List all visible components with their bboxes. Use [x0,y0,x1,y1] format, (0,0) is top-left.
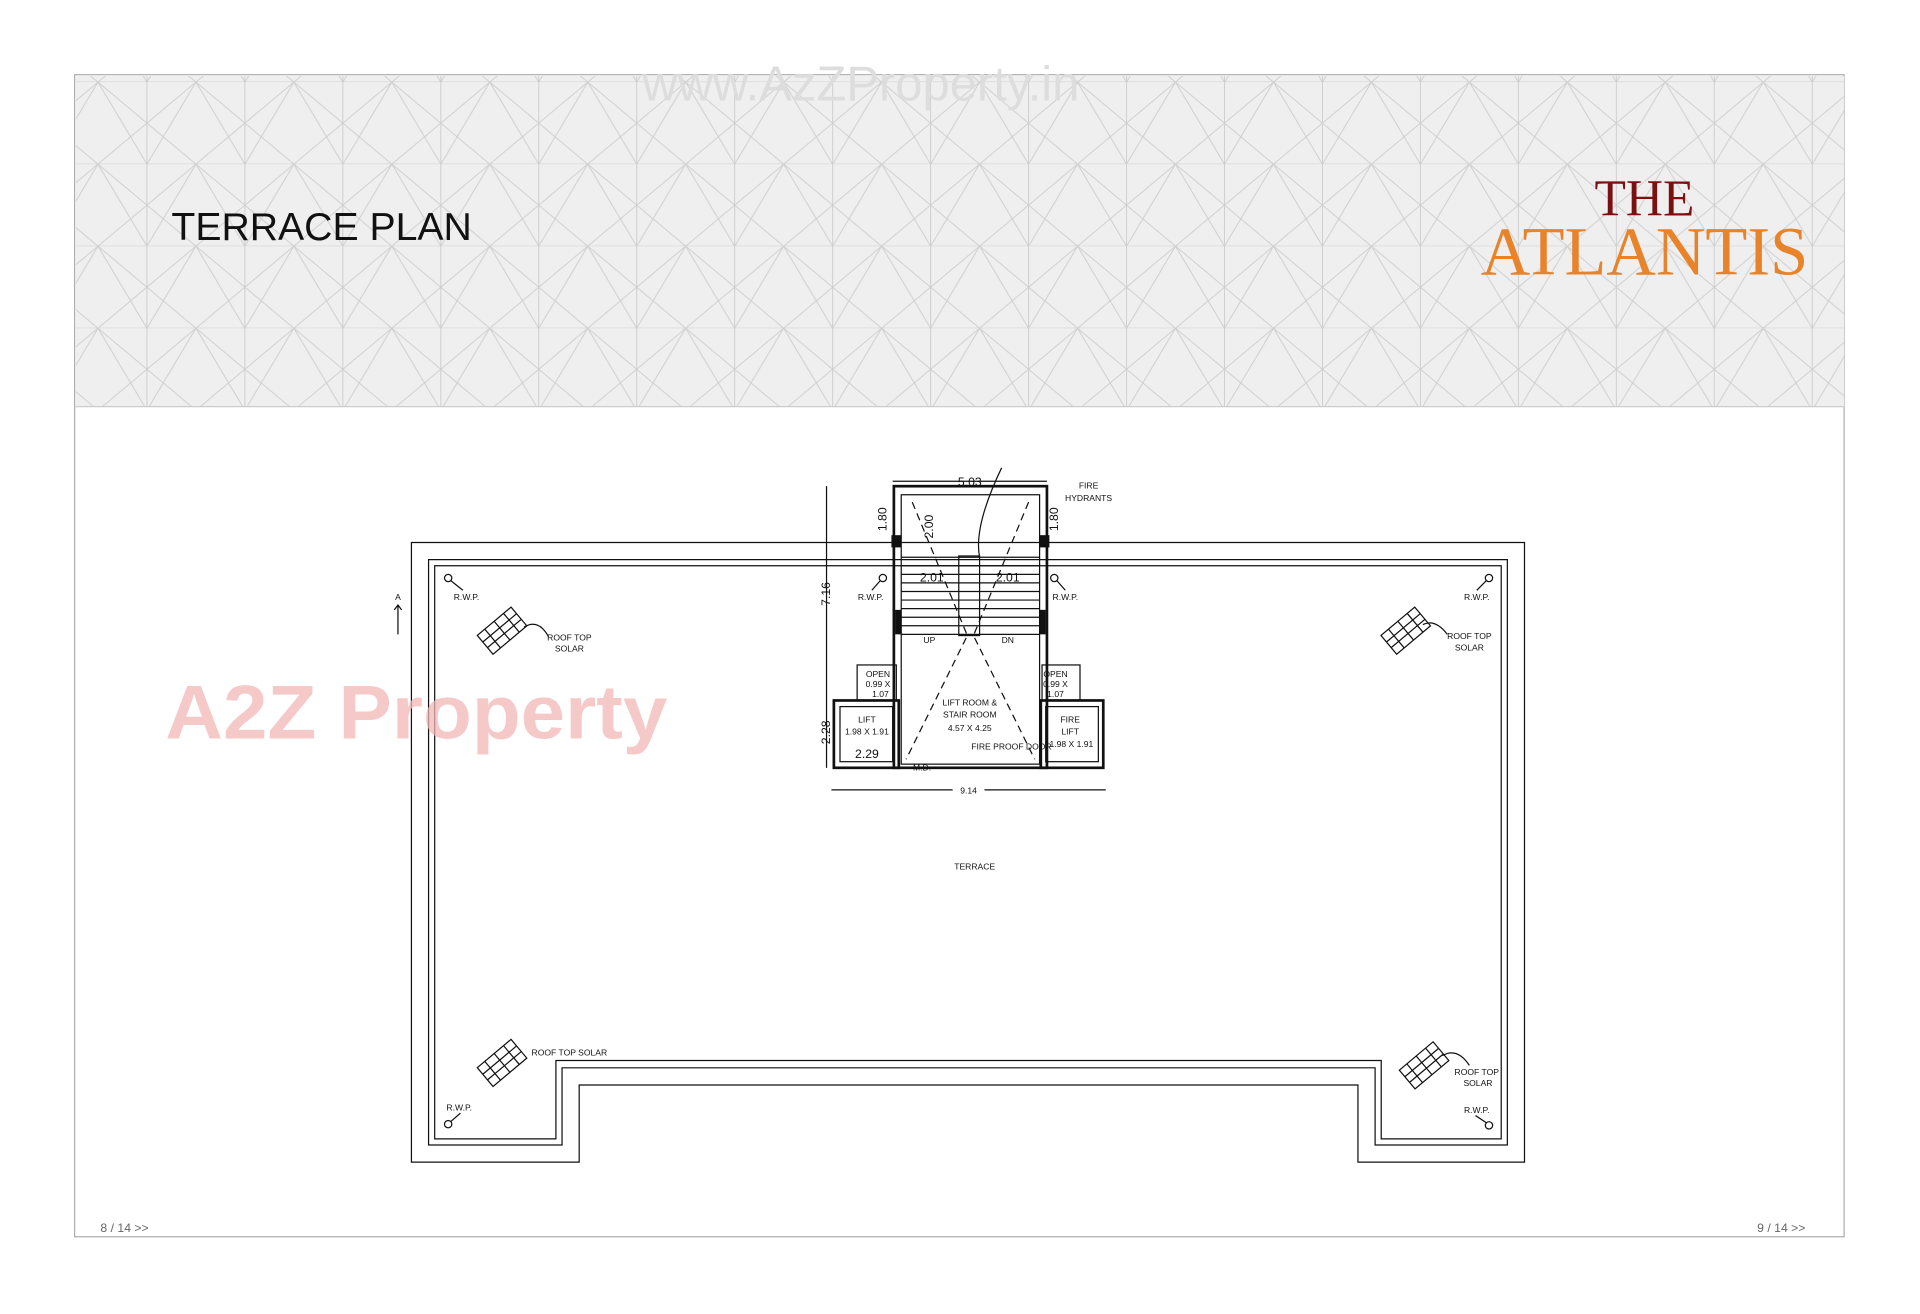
plan-dimensions: 5.03 1.80 1.80 2.00 2.01 2.01 7.16 2.28 … [819,475,1061,796]
svg-text:FIRE: FIRE [1079,481,1099,491]
svg-text:R.W.P.: R.W.P. [1464,592,1490,602]
svg-text:LIFT ROOM &: LIFT ROOM & [943,697,998,707]
svg-text:SOLAR: SOLAR [555,643,584,653]
svg-text:UP: UP [923,635,935,645]
svg-text:2.01: 2.01 [996,571,1020,585]
brand-the: THE [1595,171,1695,228]
svg-text:2.00: 2.00 [922,514,936,538]
svg-text:9.14: 9.14 [960,786,977,796]
svg-text:LIFT: LIFT [1061,727,1079,737]
svg-text:2.29: 2.29 [855,747,879,761]
svg-text:DN: DN [1002,635,1014,645]
svg-text:HYDRANTS: HYDRANTS [1065,493,1112,503]
svg-text:4.57 X 4.25: 4.57 X 4.25 [948,723,992,733]
svg-text:7.16: 7.16 [819,582,833,606]
svg-text:ROOF TOP: ROOF TOP [1455,1067,1500,1077]
svg-text:0.99 X: 0.99 X [866,679,891,689]
svg-text:R.W.P.: R.W.P. [446,1103,472,1113]
svg-text:FIRE PROOF DOOR: FIRE PROOF DOOR [971,741,1051,751]
svg-text:OPEN: OPEN [1043,669,1067,679]
svg-text:SOLAR: SOLAR [1455,642,1484,652]
svg-text:STAIR ROOM: STAIR ROOM [943,710,997,720]
svg-text:1.80: 1.80 [876,507,890,531]
svg-text:1.80: 1.80 [1047,507,1061,531]
page-title: TERRACE PLAN [171,206,471,249]
svg-text:2.01: 2.01 [920,571,944,585]
watermark-url: www.AzZProperty.in [641,57,1079,111]
svg-text:5.03: 5.03 [958,475,982,489]
svg-text:ROOF TOP SOLAR: ROOF TOP SOLAR [532,1048,608,1058]
svg-text:SOLAR: SOLAR [1463,1078,1492,1088]
svg-text:LIFT: LIFT [858,715,876,725]
svg-text:R.W.P.: R.W.P. [1464,1105,1490,1115]
svg-text:M.D.: M.D. [913,762,931,772]
svg-text:A: A [395,592,401,602]
svg-text:0.99 X: 0.99 X [1043,679,1068,689]
svg-text:R.W.P.: R.W.P. [454,592,480,602]
watermark-logo: A2Z Property [165,670,667,755]
page-number-right[interactable]: 9 / 14 >> [1757,1221,1805,1235]
svg-text:OPEN: OPEN [866,669,890,679]
svg-text:1.07: 1.07 [872,689,889,699]
svg-text:TERRACE: TERRACE [954,861,995,871]
plan-labels: FIRE HYDRANTS UP DN OPEN 0.99 X 1.07 OPE… [393,481,1112,871]
solar-panel-icons: ROOF TOP SOLAR ROOF TOP SOLAR ROOF TOP S… [476,606,1500,1090]
page-number-left[interactable]: 8 / 14 >> [100,1221,148,1235]
svg-text:1.98 X 1.91: 1.98 X 1.91 [845,727,889,737]
svg-text:1.98 X 1.91: 1.98 X 1.91 [1050,739,1094,749]
svg-text:ROOF TOP: ROOF TOP [1447,631,1492,641]
brand-atlantis: ATLANTIS [1481,213,1809,289]
header-pattern [75,75,1845,407]
svg-text:1.07: 1.07 [1047,689,1064,699]
svg-text:FIRE: FIRE [1060,715,1080,725]
svg-text:2.28: 2.28 [819,720,833,744]
rwp-markers: R.W.P. R.W.P. R.W.P. R.W.P. R.W.P. R.W.P… [443,573,1494,1130]
svg-text:ROOF TOP: ROOF TOP [547,632,592,642]
svg-text:R.W.P.: R.W.P. [1053,592,1079,602]
lift-stair-block [825,467,1106,791]
terrace-outline [410,541,1526,1163]
svg-text:R.W.P.: R.W.P. [858,592,884,602]
